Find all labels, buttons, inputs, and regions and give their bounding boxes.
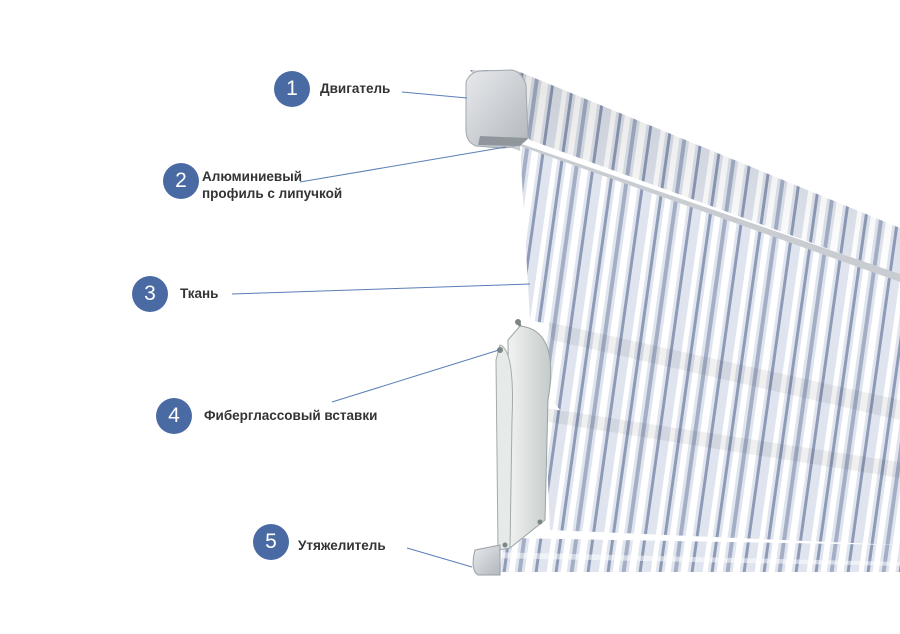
leader-line-fabric: [231, 283, 531, 295]
callout-badge-5: 5: [253, 524, 289, 560]
leader-line-profile: [299, 146, 507, 183]
aluminum-profile-strip: [506, 140, 900, 282]
bottom-weight-bar: [472, 544, 501, 576]
fabric-bottom-stack: [490, 538, 900, 572]
callout-label-profile-line-1: Алюминиевый: [202, 169, 303, 184]
callout-badge-2: 2: [163, 163, 199, 199]
leader-line-rods: [331, 349, 500, 403]
leader-line-weight: [406, 547, 473, 568]
fabric-rail-band: [470, 70, 900, 275]
fabric-fold-1: [543, 322, 900, 470]
callout-label-rods: Фиберглассовый вставки: [204, 408, 378, 423]
fiberglass-rods: [495, 319, 552, 551]
callout-badge-1: 1: [274, 71, 310, 107]
callout-badge-4: 4: [156, 398, 192, 434]
fabric-panel: [520, 146, 900, 405]
fabric-fold-2: [545, 408, 900, 545]
callout-label-motor: Двигатель: [320, 81, 391, 96]
callout-badge-3: 3: [132, 276, 168, 312]
callout-label-profile-line-2: профиль с липучкой: [202, 186, 343, 201]
callout-label-weight: Утяжелитель: [298, 538, 386, 553]
leader-lines: [231, 91, 531, 568]
motor-housing: [465, 69, 529, 149]
callout-label-fabric: Ткань: [180, 286, 219, 301]
callout-label-profile: Алюминиевый профиль с липучкой: [202, 168, 342, 202]
leader-line-motor: [401, 91, 468, 99]
